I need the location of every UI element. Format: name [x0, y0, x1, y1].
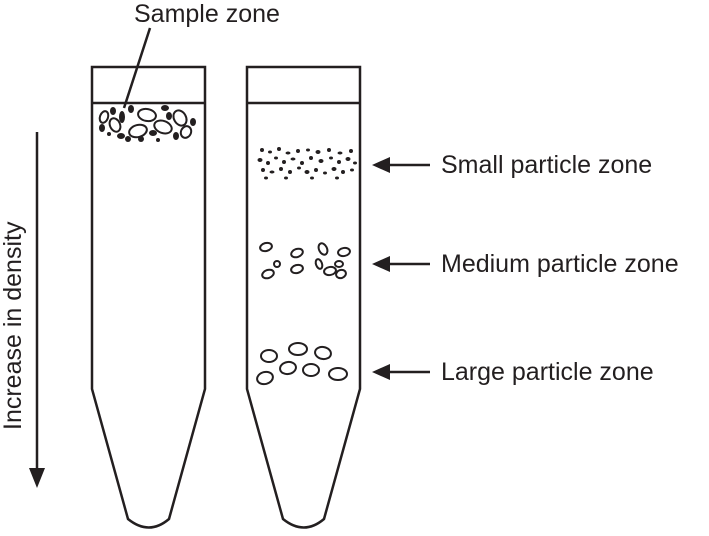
large-particle-band [256, 342, 348, 386]
density-axis-label: Increase in density [0, 221, 27, 430]
large-zone-label: Large particle zone [441, 358, 654, 386]
large-zone-arrow [372, 364, 430, 380]
sample-zone-label: Sample zone [134, 0, 280, 28]
medium-zone-label: Medium particle zone [441, 250, 679, 278]
small-particle-band [257, 147, 357, 180]
tube-after [245, 65, 362, 529]
medium-zone-arrow [372, 256, 430, 272]
medium-particle-band [259, 241, 351, 280]
sample-zone-particles [98, 105, 196, 142]
density-arrow [29, 132, 45, 488]
tube-before [90, 65, 207, 529]
small-zone-label: Small particle zone [441, 151, 652, 179]
small-zone-arrow [372, 157, 430, 173]
